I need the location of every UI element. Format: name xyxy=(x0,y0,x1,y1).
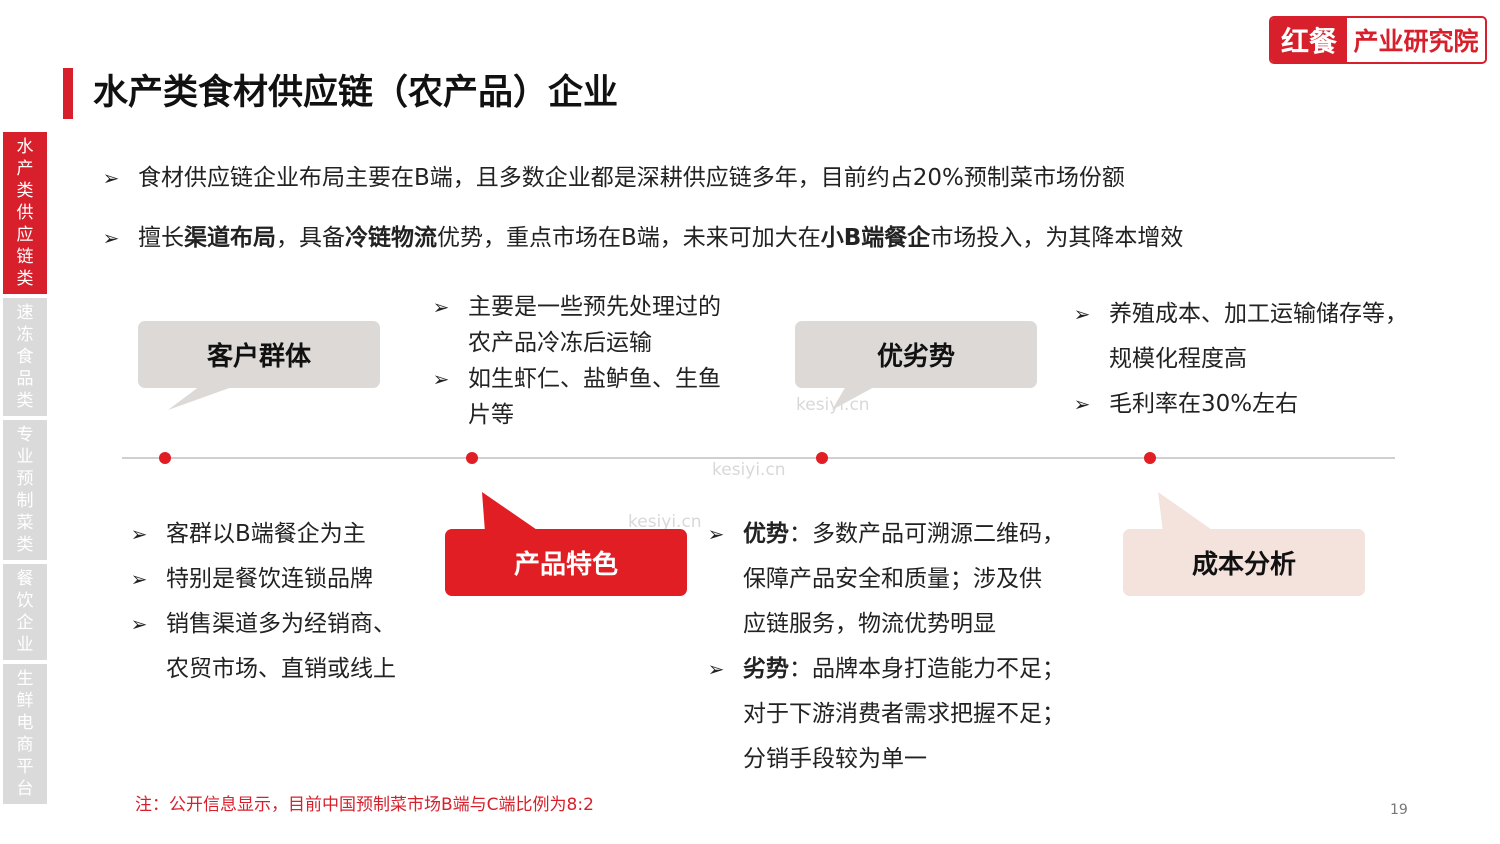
sidebar-char: 类 xyxy=(16,391,34,411)
arrow-bullet-icon: ➢ xyxy=(130,567,148,591)
page-number: 19 xyxy=(1390,802,1408,818)
logo-mark: 红餐 xyxy=(1271,18,1347,62)
product-feature-box: 产品特色 xyxy=(445,529,687,596)
footnote: 注：公开信息显示，目前中国预制菜市场B端与C端比例为8:2 xyxy=(135,795,594,815)
sidebar-char: 品 xyxy=(16,369,34,389)
list-item: ➢ 销售渠道多为经销商、农贸市场、直销或线上 xyxy=(128,602,428,692)
sidebar-char: 台 xyxy=(16,779,34,799)
arrow-bullet-icon: ➢ xyxy=(102,226,120,250)
sidebar-char: 速 xyxy=(16,303,34,323)
list-item: ➢ 主要是一些预先处理过的农产品冷冻后运输 xyxy=(430,289,760,361)
sidebar-char: 制 xyxy=(16,491,34,511)
arrow-bullet-icon: ➢ xyxy=(1073,302,1091,326)
arrow-bullet-icon: ➢ xyxy=(1073,392,1091,416)
arrow-bullet-icon: ➢ xyxy=(707,657,725,681)
sidebar-char: 餐 xyxy=(16,569,34,589)
sidebar-char: 企 xyxy=(16,613,34,633)
list-item: ➢ 劣势：品牌本身打造能力不足；对于下游消费者需求把握不足；分销手段较为单一 xyxy=(705,647,1095,782)
logo-text: 产业研究院 xyxy=(1353,27,1479,56)
customer-points: ➢ 客群以B端餐企为主 ➢ 特别是餐饮连锁品牌 ➢ 销售渠道多为经销商、农贸市场… xyxy=(128,512,428,692)
list-item: ➢ 优势：多数产品可溯源二维码，保障产品安全和质量；涉及供应链服务，物流优势明显 xyxy=(705,512,1095,647)
arrow-bullet-icon: ➢ xyxy=(707,522,725,546)
sidebar-char: 供 xyxy=(16,203,34,223)
sidebar-char: 预 xyxy=(16,469,34,489)
product-points: ➢ 主要是一些预先处理过的农产品冷冻后运输 ➢ 如生虾仁、盐鲈鱼、生鱼片等 xyxy=(430,289,760,433)
sidebar-char: 业 xyxy=(16,447,34,467)
sidebar-char: 业 xyxy=(16,635,34,655)
sidebar-item-frozen[interactable]: 速冻食品类 xyxy=(3,298,47,416)
sidebar-char: 水 xyxy=(16,137,34,157)
sidebar-char: 鲜 xyxy=(16,691,34,711)
sidebar-item-restaurant[interactable]: 餐饮企业 xyxy=(3,564,47,660)
sidebar-item-aquatic[interactable]: 水产类供应链类 xyxy=(3,132,47,294)
list-item: ➢ 如生虾仁、盐鲈鱼、生鱼片等 xyxy=(430,361,760,433)
section-sidebar: 水产类供应链类 速冻食品类 专业预制菜类 餐饮企业 生鲜电商平台 xyxy=(3,132,47,808)
timeline-line xyxy=(122,457,1395,459)
pros-cons-points: ➢ 优势：多数产品可溯源二维码，保障产品安全和质量；涉及供应链服务，物流优势明显… xyxy=(705,512,1095,782)
pros-cons-box: 优劣势 xyxy=(795,321,1037,388)
watermark: kesiyi.cn xyxy=(796,395,870,415)
intro-line-1: 食材供应链企业布局主要在B端，且多数企业都是深耕供应链多年，目前约占20%预制菜… xyxy=(138,165,1125,191)
timeline-dot xyxy=(159,452,171,464)
list-item: ➢ 客群以B端餐企为主 xyxy=(128,512,428,557)
cost-analysis-box: 成本分析 xyxy=(1123,529,1365,596)
title-accent-bar xyxy=(63,68,73,119)
sidebar-char: 冻 xyxy=(16,325,34,345)
list-item: ➢ 毛利率在30%左右 xyxy=(1071,382,1451,427)
intro-bullet-2: ➢ 擅长渠道布局，具备冷链物流优势，重点市场在B端，未来可加大在小B端餐企市场投… xyxy=(100,216,1184,261)
intro-line-2: 擅长渠道布局，具备冷链物流优势，重点市场在B端，未来可加大在小B端餐企市场投入，… xyxy=(138,225,1184,251)
sidebar-char: 类 xyxy=(16,269,34,289)
sidebar-char: 生 xyxy=(16,669,34,689)
sidebar-item-fresh-ecommerce[interactable]: 生鲜电商平台 xyxy=(3,664,47,804)
sidebar-char: 平 xyxy=(16,757,34,777)
sidebar-char: 链 xyxy=(16,247,34,267)
watermark: kesiyi.cn xyxy=(628,512,702,532)
customer-group-box: 客户群体 xyxy=(138,321,380,388)
timeline-dot xyxy=(466,452,478,464)
arrow-bullet-icon: ➢ xyxy=(432,367,450,391)
sidebar-char: 产 xyxy=(16,159,34,179)
arrow-bullet-icon: ➢ xyxy=(432,295,450,319)
arrow-bullet-icon: ➢ xyxy=(130,612,148,636)
arrow-bullet-icon: ➢ xyxy=(130,522,148,546)
sidebar-char: 类 xyxy=(16,535,34,555)
cost-points: ➢ 养殖成本、加工运输储存等，规模化程度高 ➢ 毛利率在30%左右 xyxy=(1071,292,1451,427)
arrow-bullet-icon: ➢ xyxy=(102,166,120,190)
list-item: ➢ 特别是餐饮连锁品牌 xyxy=(128,557,428,602)
timeline-dot xyxy=(1144,452,1156,464)
sidebar-char: 类 xyxy=(16,181,34,201)
page-title: 水产类食材供应链（农产品）企业 xyxy=(93,73,619,113)
brand-logo: 红餐 产业研究院 xyxy=(1269,16,1487,64)
sidebar-char: 食 xyxy=(16,347,34,367)
sidebar-char: 电 xyxy=(16,713,34,733)
sidebar-char: 菜 xyxy=(16,513,34,533)
sidebar-char: 应 xyxy=(16,225,34,245)
list-item: ➢ 养殖成本、加工运输储存等，规模化程度高 xyxy=(1071,292,1451,382)
sidebar-char: 饮 xyxy=(16,591,34,611)
timeline-dot xyxy=(816,452,828,464)
sidebar-char: 专 xyxy=(16,425,34,445)
sidebar-char: 商 xyxy=(16,735,34,755)
intro-bullet-1: ➢ 食材供应链企业布局主要在B端，且多数企业都是深耕供应链多年，目前约占20%预… xyxy=(100,156,1125,201)
sidebar-item-prepared[interactable]: 专业预制菜类 xyxy=(3,420,47,560)
watermark: kesiyi.cn xyxy=(712,460,786,480)
